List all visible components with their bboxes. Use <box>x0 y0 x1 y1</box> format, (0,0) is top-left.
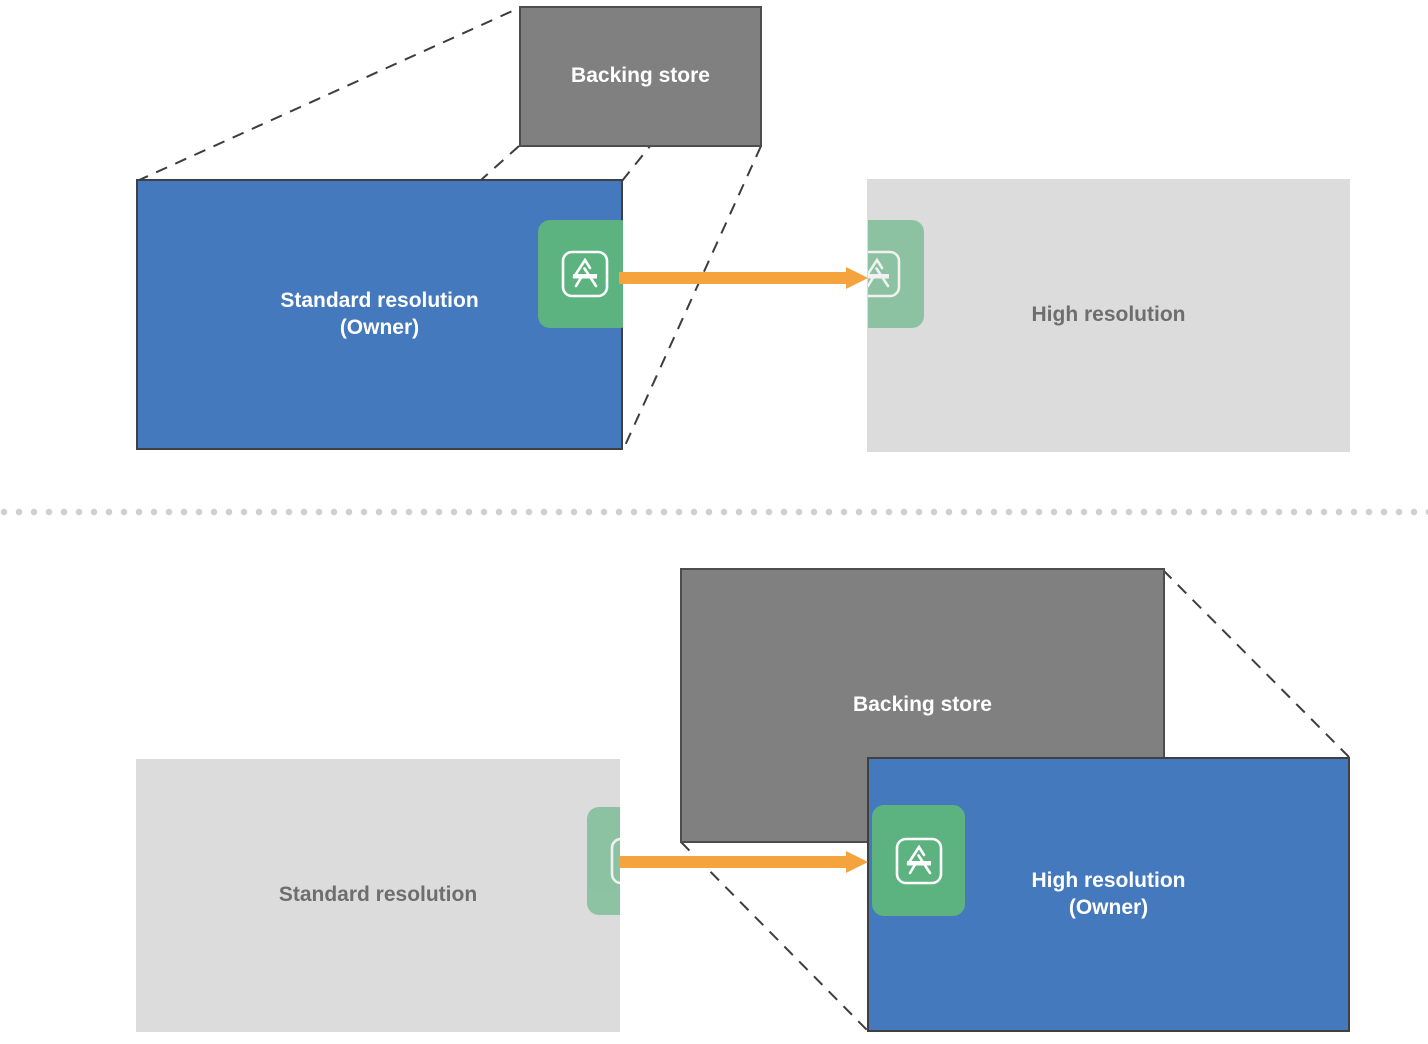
standard-resolution-label-top: Standard resolution (Owner) <box>280 288 479 339</box>
arrow-head <box>846 851 868 873</box>
high-resolution-label-bottom: High resolution (Owner) <box>1031 868 1186 919</box>
arrow-shaft <box>619 856 846 868</box>
high-resolution-label-top: High resolution <box>1031 303 1186 327</box>
standard-resolution-panel-bottom[interactable]: Standard resolution <box>136 759 620 1032</box>
high-resolution-panel-top[interactable]: High resolution <box>867 179 1350 452</box>
backing-store-box-top: Backing store <box>519 6 762 147</box>
app-store-glyph <box>610 837 620 885</box>
app-store-glyph <box>561 250 609 298</box>
transform-arrow-top <box>619 267 868 289</box>
app-store-icon-top-right[interactable] <box>868 220 924 328</box>
arrow-shaft <box>619 272 846 284</box>
app-store-glyph <box>868 250 901 298</box>
app-store-icon-top-left[interactable] <box>538 220 623 328</box>
app-store-icon-bottom-left[interactable] <box>587 807 620 915</box>
dotted-divider <box>0 508 1428 516</box>
app-icon-clip-top-right <box>868 220 924 328</box>
app-store-glyph <box>895 837 942 884</box>
app-store-icon-bottom-right[interactable] <box>872 805 965 916</box>
backing-store-label-bottom: Backing store <box>853 693 992 717</box>
transform-arrow-bottom <box>619 851 868 873</box>
app-icon-clip-top-left <box>538 220 623 328</box>
standard-resolution-label-bottom: Standard resolution <box>278 883 478 907</box>
app-icon-clip-bottom-left <box>587 807 620 915</box>
arrow-head <box>846 267 868 289</box>
backing-store-label-top: Backing store <box>571 64 710 88</box>
